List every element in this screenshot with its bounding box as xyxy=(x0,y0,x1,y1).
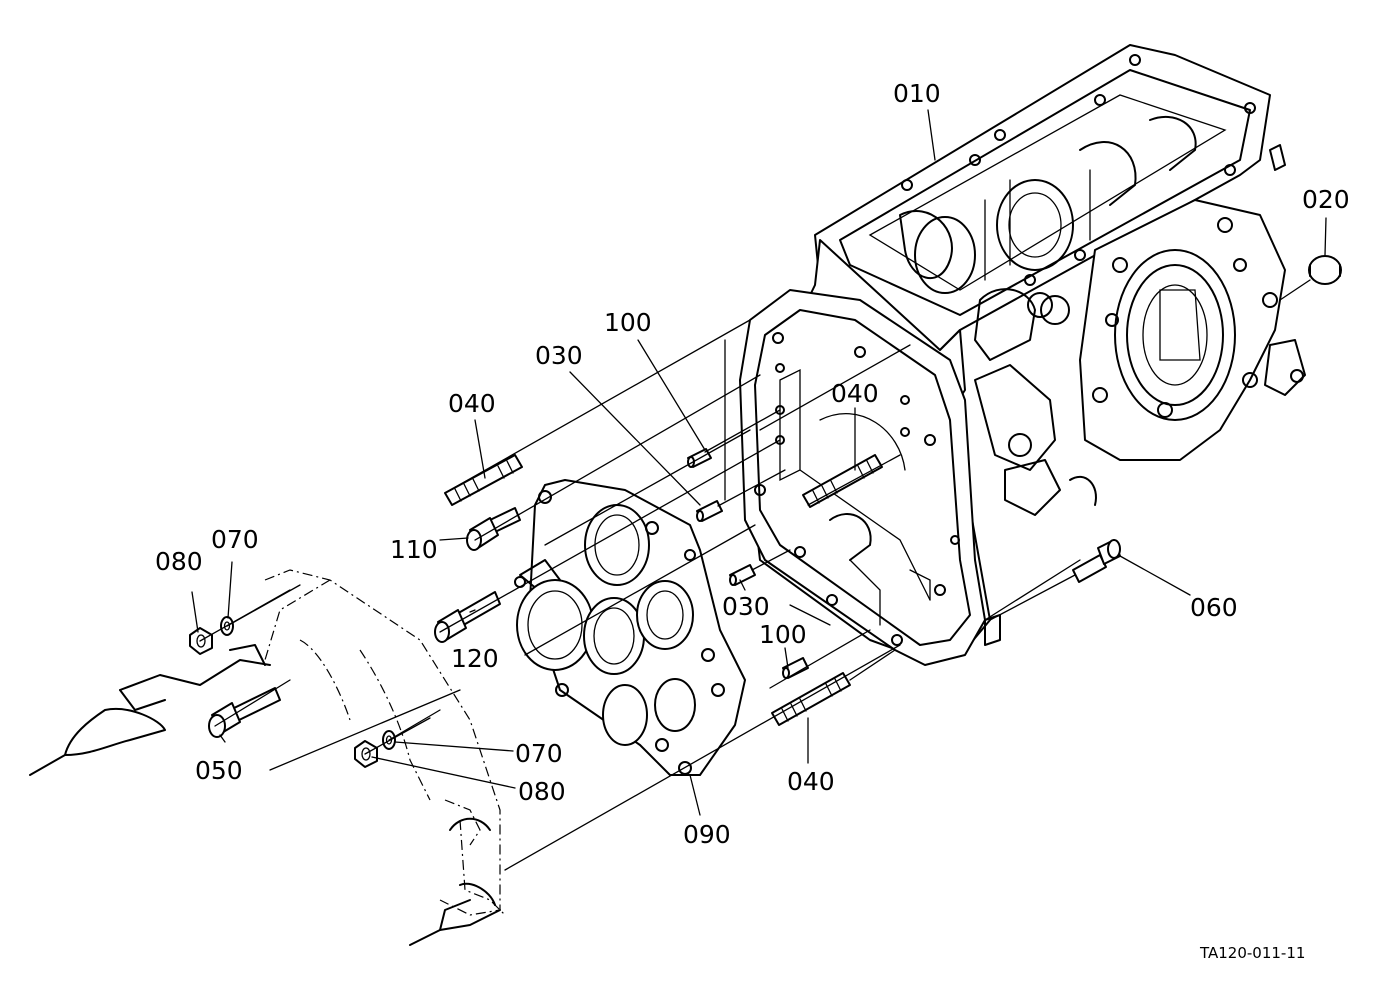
dowel-pin-100-lower xyxy=(782,657,809,679)
label-040-middle: 040 xyxy=(831,379,879,408)
label-040-lower: 040 xyxy=(787,767,835,796)
transmission-case-010 xyxy=(739,44,1306,666)
cover-plate-090 xyxy=(514,479,746,776)
label-020: 020 xyxy=(1302,185,1350,214)
label-110: 110 xyxy=(390,535,438,564)
assembly-lines xyxy=(199,319,1076,871)
label-030-upper: 030 xyxy=(535,341,583,370)
label-030-lower: 030 xyxy=(722,592,770,621)
label-100-upper: 100 xyxy=(604,308,652,337)
figure-reference: TA120-011-11 xyxy=(1199,944,1305,962)
label-070-lower: 070 xyxy=(515,739,563,768)
label-070-upper: 070 xyxy=(211,525,259,554)
plug-020 xyxy=(1279,217,1342,301)
leader-lines xyxy=(191,109,1191,816)
bolt-060 xyxy=(1072,539,1121,583)
bolt-110 xyxy=(466,507,521,551)
stud-040-upper xyxy=(444,454,523,506)
label-080-lower: 080 xyxy=(518,777,566,806)
label-120: 120 xyxy=(451,644,499,673)
dowel-pin-030-lower xyxy=(729,564,756,586)
label-050: 050 xyxy=(195,756,243,785)
dowel-pin-030-upper xyxy=(696,500,723,522)
bolt-050 xyxy=(208,687,281,738)
label-090: 090 xyxy=(683,820,731,849)
label-060: 060 xyxy=(1190,593,1238,622)
label-080-upper: 080 xyxy=(155,547,203,576)
label-010: 010 xyxy=(893,79,941,108)
label-040-upper: 040 xyxy=(448,389,496,418)
front-housing-outline xyxy=(29,569,506,946)
label-100-lower: 100 xyxy=(759,620,807,649)
part-labels: 010 020 100 030 040 040 110 080 070 030 … xyxy=(155,79,1350,962)
stud-040-middle xyxy=(802,454,883,508)
